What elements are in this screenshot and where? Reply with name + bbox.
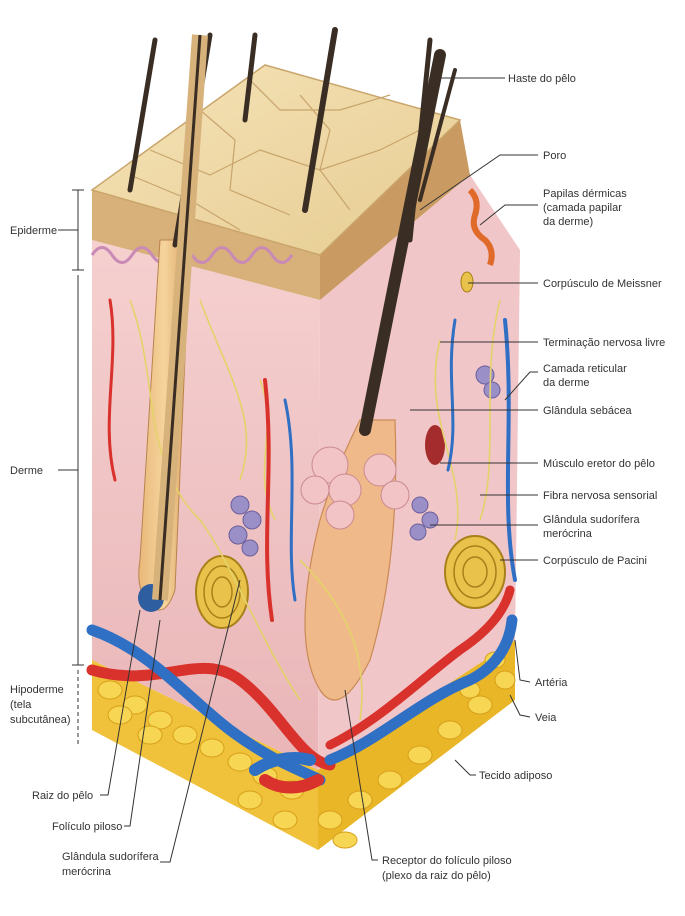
label-sebaceous-gland: Glândula sebácea — [543, 405, 633, 417]
pacinian-corpuscle — [195, 535, 506, 629]
label-sensory-nerve: Fibra nervosa sensorial — [543, 490, 657, 502]
arrector-pili-muscle — [425, 425, 445, 465]
label-reticular-1: Camada reticular — [543, 363, 627, 375]
layer-bracket — [58, 189, 84, 745]
label-hair-follicle: Folículo piloso — [52, 821, 122, 833]
label-sweat-gland-right-2: merócrina — [543, 528, 593, 540]
dermis-left-face — [92, 240, 320, 770]
label-hypodermis-2: (tela — [10, 699, 32, 711]
label-reticular-2: da derme — [543, 377, 589, 389]
label-free-nerve-ending: Terminação nervosa livre — [543, 337, 665, 349]
epidermis-left-edge — [92, 190, 320, 300]
meissner-corpuscle — [460, 271, 474, 293]
label-vein: Veia — [535, 712, 557, 724]
label-pacinian: Corpúsculo de Pacini — [543, 555, 647, 567]
adipose-tissue — [92, 640, 516, 850]
label-hair-root: Raiz do pêlo — [32, 790, 93, 802]
blood-vessels — [86, 298, 518, 794]
bottom-leader-lines — [100, 579, 378, 863]
hair-follicle-center — [304, 419, 397, 701]
label-meissner: Corpúsculo de Meissner — [543, 278, 662, 290]
label-hypodermis-1: Hipoderme — [10, 684, 64, 696]
label-dermal-papillae-1: Papilas dérmicas — [543, 188, 627, 200]
label-hair-shaft: Haste do pêlo — [508, 73, 576, 85]
right-leader-lines — [410, 77, 538, 776]
label-artery: Artéria — [535, 677, 568, 689]
label-pore: Poro — [543, 150, 566, 162]
label-sweat-gland-bottom-2: merócrina — [62, 866, 112, 878]
hair-shaft-left — [158, 34, 202, 601]
label-follicle-receptor-2: (plexo da raiz do pêlo) — [382, 870, 491, 882]
label-arrector-pili: Músculo eretor do pêlo — [543, 458, 655, 470]
label-hypodermis-3: subcutânea) — [10, 714, 71, 726]
label-dermal-papillae-2: (camada papilar — [543, 202, 622, 214]
sweat-gland-coils — [228, 365, 501, 557]
label-sweat-gland-right-1: Glândula sudorífera — [543, 514, 640, 526]
sebaceous-gland — [300, 446, 410, 530]
label-dermis: Derme — [10, 465, 43, 477]
dermal-papilla-right — [467, 187, 495, 266]
label-follicle-receptor-1: Receptor do folículo piloso — [382, 855, 512, 867]
label-epidermis: Epiderme — [10, 225, 57, 237]
epidermis-right-edge — [320, 120, 470, 300]
label-adipose: Tecido adiposo — [479, 770, 552, 782]
label-sweat-gland-bottom-1: Glândula sudorífera — [62, 851, 159, 863]
label-dermal-papillae-3: da derme) — [543, 216, 593, 228]
